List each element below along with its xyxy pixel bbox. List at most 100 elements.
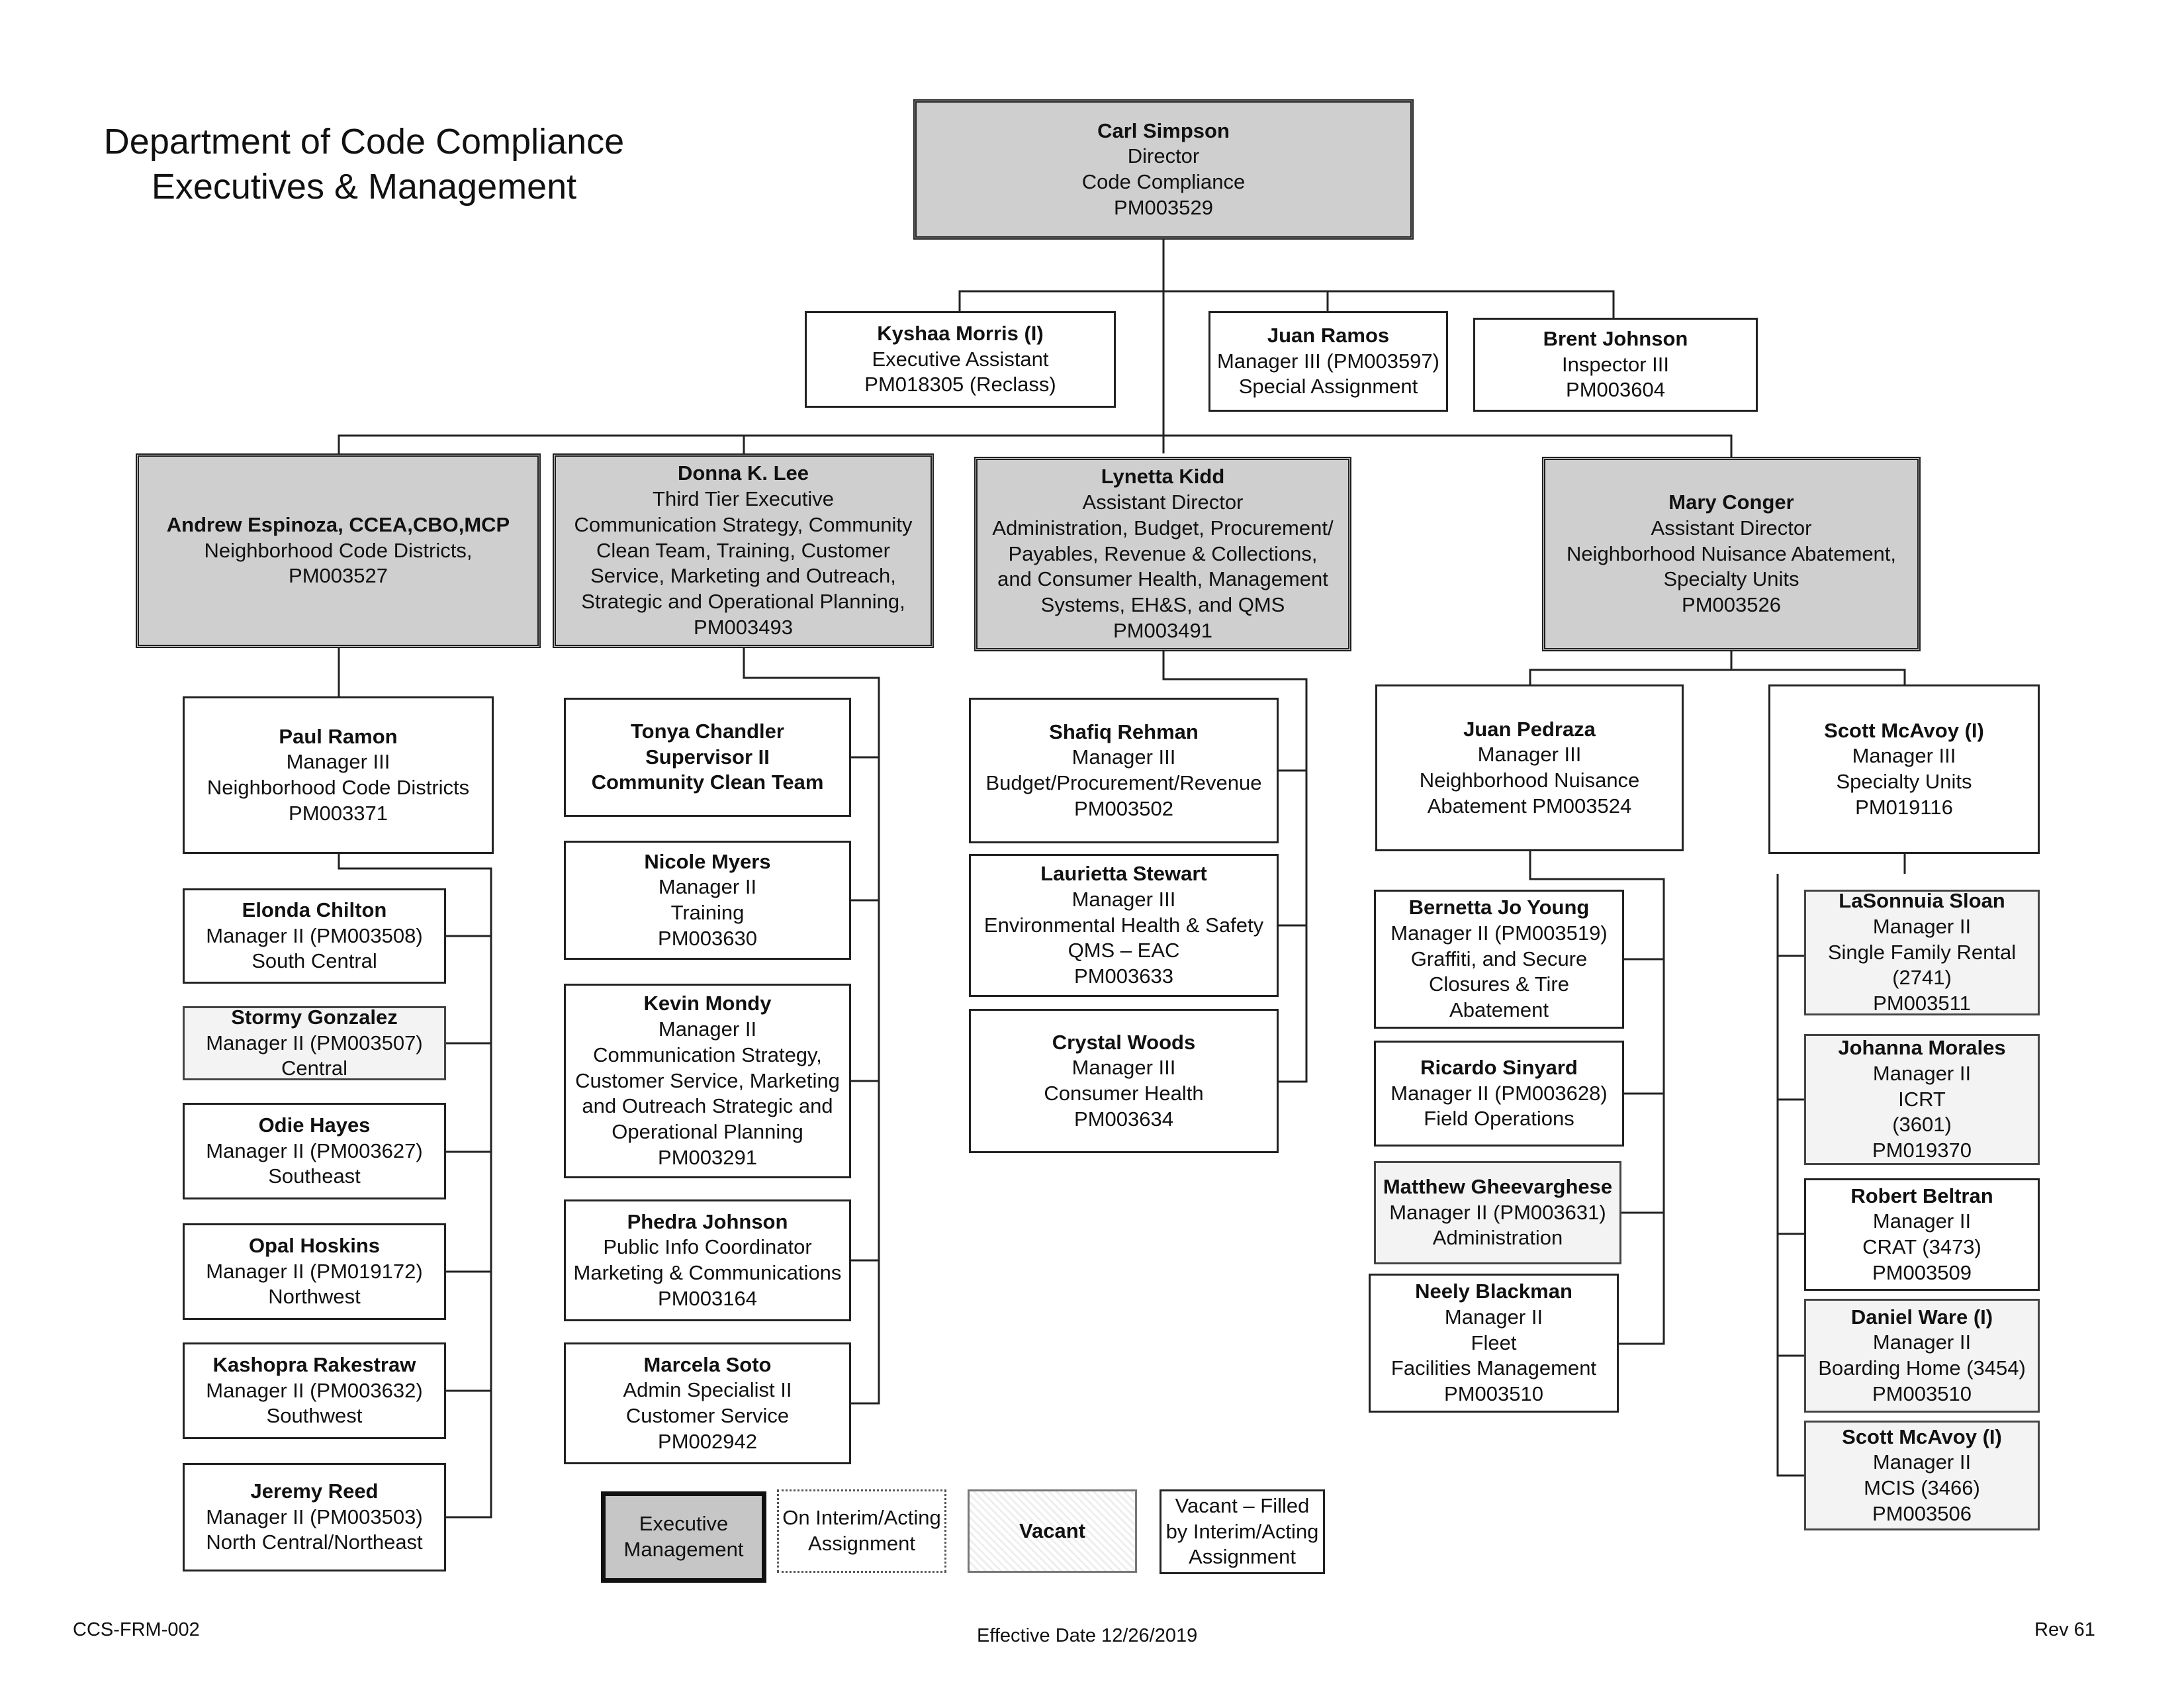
- person-name: Lynetta Kidd: [1101, 465, 1225, 489]
- role-line: Manager III: [1477, 743, 1582, 767]
- role-line: Executive Assistant: [872, 347, 1049, 371]
- person-name: Elonda Chilton: [242, 898, 387, 921]
- connector-line: [958, 290, 1615, 318]
- role-line: PM003634: [1074, 1107, 1173, 1131]
- role-line: (2741): [1892, 966, 1952, 990]
- role-line: PM003511: [1873, 992, 1971, 1015]
- role-line: Facilities Management: [1390, 1356, 1597, 1380]
- connector-line: [1776, 874, 1804, 1477]
- role-line: Manager III: [286, 750, 390, 774]
- role-line: Central: [281, 1056, 347, 1080]
- role-line: PM003529: [1114, 195, 1213, 219]
- person-name: Scott McAvoy (I): [1842, 1425, 2002, 1448]
- role-line: Northwest: [268, 1285, 361, 1309]
- role-line: Manager II: [658, 1017, 757, 1041]
- person-name: Mary Conger: [1668, 491, 1794, 514]
- person-name: Robert Beltran: [1850, 1184, 1993, 1207]
- role-line: Neighborhood Nuisance: [1419, 769, 1640, 792]
- role-line: Clean Team, Training, Customer: [596, 538, 890, 562]
- role-line: Neighborhood Code Districts: [206, 776, 470, 799]
- legend-executive-line1: Executive: [639, 1512, 729, 1536]
- legend-vacant-filled-line2: by Interim/Acting: [1165, 1519, 1319, 1543]
- role-line: Graffiti, and Secure: [1410, 947, 1588, 970]
- person-name: Phedra Johnson: [627, 1209, 788, 1233]
- role-line: Field Operations: [1424, 1107, 1574, 1131]
- role-line: Manager II (PM003632): [206, 1378, 423, 1402]
- role-line: Supervisor II: [645, 745, 770, 769]
- role-line: PM003491: [1113, 618, 1212, 642]
- role-line: Southwest: [266, 1404, 363, 1428]
- role-line: PM018305 (Reclass): [864, 373, 1056, 397]
- role-line: Manager III: [1852, 744, 1956, 768]
- person-name: Juan Pedraza: [1463, 717, 1596, 741]
- role-line: Customer Service, Marketing: [575, 1068, 840, 1092]
- role-line: Manager II: [1872, 1061, 1972, 1085]
- connector-line: [1162, 651, 1308, 1083]
- role-line: Environmental Health & Safety: [983, 913, 1264, 937]
- role-line: PM003527: [289, 564, 388, 588]
- role-line: Neighborhood Nuisance Abatement,: [1566, 541, 1897, 565]
- role-line: Manager II: [1872, 1450, 1972, 1474]
- role-line: Admin Specialist II: [623, 1378, 792, 1402]
- role-line: Assistant Director: [1082, 491, 1244, 514]
- chart-title: Department of Code Compliance Executives…: [93, 119, 635, 209]
- role-line: Manager II (PM003628): [1390, 1081, 1608, 1105]
- person-name: Odie Hayes: [258, 1113, 371, 1137]
- connector-line: [338, 434, 1733, 457]
- role-line: Payables, Revenue & Collections,: [1008, 541, 1318, 565]
- role-line: Training: [670, 901, 745, 924]
- person-name: Juan Ramos: [1267, 323, 1390, 347]
- role-line: Manager II (PM003508): [206, 923, 423, 947]
- role-line: Manager II (PM003507): [206, 1031, 423, 1055]
- person-name: Bernetta Jo Young: [1408, 896, 1590, 919]
- role-line: Manager II: [658, 875, 757, 899]
- role-line: PM003604: [1566, 378, 1665, 402]
- role-line: PM002942: [658, 1429, 757, 1453]
- person-name: Marcela Soto: [643, 1352, 772, 1376]
- role-line: Boarding Home (3454): [1818, 1356, 2026, 1380]
- legend-executive: Executive Management: [601, 1491, 766, 1583]
- role-line: North Central/Northeast: [206, 1530, 423, 1554]
- role-line: Manager III: [1071, 1056, 1176, 1080]
- role-line: Abatement: [1449, 998, 1549, 1022]
- role-line: Communication Strategy,: [593, 1043, 822, 1066]
- role-line: PM003164: [658, 1286, 757, 1310]
- effective-date: Effective Date 12/26/2019: [977, 1625, 1198, 1646]
- role-line: PM003502: [1074, 796, 1173, 820]
- connector-line: [338, 854, 492, 1519]
- role-line: Closures & Tire: [1429, 972, 1569, 996]
- role-line: Public Info Coordinator: [603, 1235, 812, 1259]
- role-line: Manager III (PM003597): [1216, 349, 1439, 373]
- person-name: Daniel Ware (I): [1850, 1305, 1993, 1329]
- role-line: QMS – EAC: [1068, 939, 1180, 962]
- person-name: Matthew Gheevarghese: [1383, 1174, 1613, 1198]
- role-line: Assistant Director: [1651, 516, 1812, 539]
- role-line: Systems, EH&S, and QMS: [1040, 593, 1285, 617]
- role-line: MCIS (3466): [1864, 1476, 1980, 1499]
- role-line: PM003510: [1872, 1382, 1972, 1405]
- role-line: PM003526: [1682, 593, 1781, 617]
- person-name: Donna K. Lee: [677, 461, 809, 485]
- role-line: Southeast: [268, 1164, 361, 1188]
- person-name: Stormy Gonzalez: [231, 1005, 398, 1029]
- role-line: Manager II: [1872, 914, 1972, 938]
- role-line: PM003371: [289, 801, 388, 825]
- role-line: Operational Planning: [612, 1120, 803, 1144]
- role-line: Marketing & Communications: [573, 1261, 842, 1284]
